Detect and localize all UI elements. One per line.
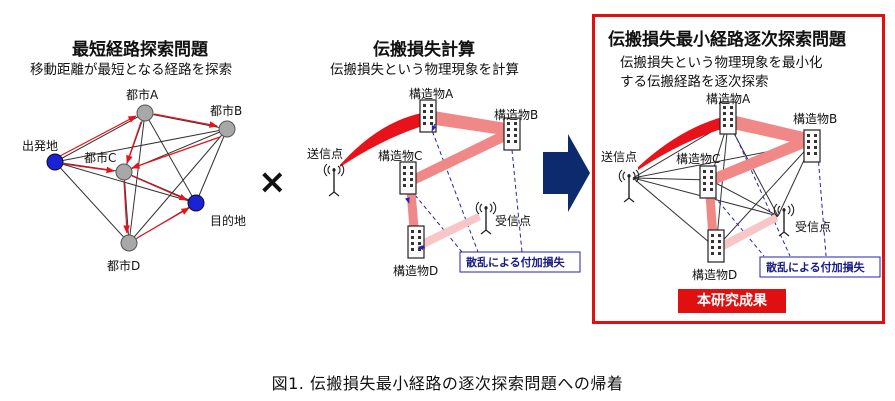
structure-d-label: 構造物D bbox=[393, 264, 438, 278]
panel2-scatter-dashes bbox=[414, 124, 523, 253]
result-badge: 本研究成果 bbox=[678, 289, 786, 313]
result-highlight-frame bbox=[592, 14, 885, 324]
panel1-title: 最短経路探索問題 bbox=[72, 40, 208, 60]
start-node bbox=[46, 153, 64, 171]
panel2-note-box bbox=[459, 251, 581, 273]
goal-node bbox=[187, 194, 205, 212]
p3-structure-d-label: 構造物D bbox=[692, 268, 737, 282]
transmitter-antenna-icon bbox=[323, 163, 345, 197]
structure-c-icon bbox=[399, 161, 417, 195]
panel3-title: 伝搬損失最小経路逐次探索問題 bbox=[608, 30, 846, 50]
p3-receiver-label: 受信点 bbox=[795, 220, 831, 234]
start-label: 出発地 bbox=[22, 139, 58, 153]
city-d-node bbox=[120, 234, 138, 252]
city-b-label: 都市B bbox=[210, 103, 242, 118]
p3-structure-b-icon bbox=[803, 129, 821, 163]
panel1-subtitle: 移動距離が最短となる経路を探索 bbox=[30, 62, 233, 78]
panel3-diagram: 構造物A 構造物B 構造物C 構造物D 送信点 受信点 散乱による付加損失 bbox=[601, 92, 881, 282]
panel3-subtitle-line1: 伝搬損失という物理現象を最小化 bbox=[620, 55, 823, 71]
panel3-graph-edges bbox=[632, 121, 813, 249]
p3-structure-a-icon bbox=[719, 101, 737, 135]
candidate-route-arrows bbox=[59, 113, 221, 239]
panel1-graph: 都市A 都市B 都市C 都市D 出発地 目的地 bbox=[22, 87, 246, 273]
city-d-label: 都市D bbox=[107, 258, 140, 273]
figure-caption: 図1. 伝搬損失最小経路の逐次探索問題への帰着 bbox=[271, 374, 624, 393]
transmitter-label: 送信点 bbox=[307, 146, 343, 161]
panel3-note: 散乱による付加損失 bbox=[766, 260, 866, 274]
panel3-note-box bbox=[759, 256, 881, 278]
city-a-node bbox=[136, 104, 154, 122]
receiver-label: 受信点 bbox=[495, 214, 531, 228]
times-operator: × bbox=[258, 162, 287, 202]
panel2-subtitle: 伝搬損失という物理現象を計算 bbox=[330, 62, 519, 78]
panel2-title: 伝搬損失計算 bbox=[373, 40, 475, 60]
structure-b-icon bbox=[503, 117, 521, 151]
p3-structure-b-label: 構造物B bbox=[793, 112, 837, 126]
p3-structure-c-label: 構造物C bbox=[676, 152, 720, 166]
structure-b-label: 構造物B bbox=[494, 108, 538, 122]
structure-c-label: 構造物C bbox=[378, 149, 422, 163]
panel2-diagram: 構造物A 構造物B 構造物C 構造物D 送信点 受信点 散乱による付加損失 bbox=[307, 87, 581, 278]
p3-structure-d-icon bbox=[707, 229, 725, 263]
goal-label: 目的地 bbox=[210, 213, 246, 228]
city-a-label: 都市A bbox=[126, 87, 159, 102]
panel2-note: 散乱による付加損失 bbox=[466, 255, 566, 269]
city-c-label: 都市C bbox=[84, 150, 116, 165]
p3-transmitter-label: 送信点 bbox=[601, 149, 637, 164]
panel3-subtitle-line2: する伝搬経路を逐次探索 bbox=[620, 74, 769, 90]
p3-transmitter-antenna-icon bbox=[618, 169, 640, 203]
city-c-node bbox=[115, 163, 133, 181]
graph-edges bbox=[54, 112, 228, 244]
transition-arrow bbox=[543, 134, 590, 212]
structure-a-label: 構造物A bbox=[409, 87, 454, 101]
city-b-node bbox=[218, 120, 236, 138]
p3-structure-c-icon bbox=[699, 165, 717, 199]
structure-d-icon bbox=[407, 225, 425, 259]
p3-structure-a-label: 構造物A bbox=[706, 92, 751, 106]
